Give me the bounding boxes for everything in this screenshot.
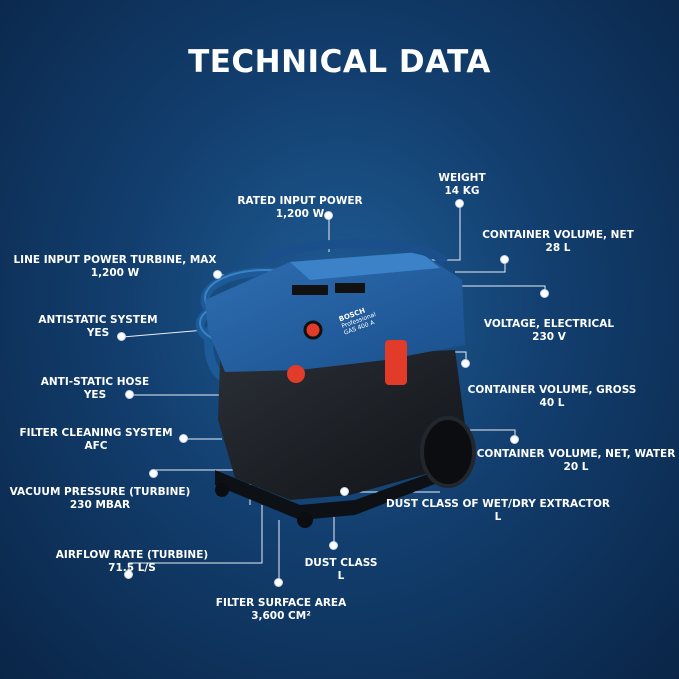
spec-filter-surface-area: FILTER SURFACE AREA 3,600 CM² xyxy=(206,597,356,623)
power-switch xyxy=(385,340,407,385)
spec-rated-input-power: RATED INPUT POWER 1,200 W xyxy=(230,195,370,221)
spec-dust-class: DUST CLASS L xyxy=(296,557,386,583)
red-knob xyxy=(287,365,305,383)
callout-dot xyxy=(510,435,519,444)
spec-value: AFC xyxy=(84,440,108,452)
spec-value: 230 V xyxy=(532,331,566,343)
spec-voltage-electrical: VOLTAGE, ELECTRICAL 230 V xyxy=(474,318,624,344)
spec-label: LINE INPUT POWER TURBINE, MAX xyxy=(13,254,217,266)
callout-dot xyxy=(213,270,222,279)
callout-dot xyxy=(340,487,349,496)
spec-value: 71.5 L/S xyxy=(108,562,156,574)
spec-value: 14 KG xyxy=(444,185,480,197)
carry-handle xyxy=(261,239,449,266)
spec-value: 230 MBAR xyxy=(69,499,131,511)
spec-label: CONTAINER VOLUME, NET xyxy=(482,229,634,241)
callout-dot xyxy=(455,199,464,208)
spec-label: RATED INPUT POWER xyxy=(237,195,363,207)
spec-value: L xyxy=(494,511,502,523)
callout-dot xyxy=(500,255,509,264)
spec-anti-static-hose: ANTI-STATIC HOSE YES xyxy=(32,376,158,402)
spec-value: 20 L xyxy=(563,461,589,473)
spec-antistatic-system: ANTISTATIC SYSTEM YES xyxy=(30,314,166,340)
callout-dot xyxy=(179,434,188,443)
spec-label: VACUUM PRESSURE (TURBINE) xyxy=(9,486,191,498)
spec-label: DUST CLASS OF WET/DRY EXTRACTOR xyxy=(386,498,610,510)
spec-label: ANTISTATIC SYSTEM xyxy=(38,314,158,326)
callout-dot xyxy=(117,332,126,341)
spec-label: DUST CLASS xyxy=(304,557,378,569)
spec-label: VOLTAGE, ELECTRICAL xyxy=(483,318,615,330)
page-title: TECHNICAL DATA xyxy=(188,44,491,80)
hose-inlet xyxy=(303,320,323,340)
caster-front xyxy=(297,512,313,528)
spec-line-input-power-turbine: LINE INPUT POWER TURBINE, MAX 1,200 W xyxy=(12,254,218,280)
callout-dot xyxy=(540,289,549,298)
spec-container-volume-gross: CONTAINER VOLUME, GROSS 40 L xyxy=(462,384,642,410)
callout-dot xyxy=(324,211,333,220)
spec-value: YES xyxy=(86,327,110,339)
rear-wheel xyxy=(420,416,476,488)
spec-value: 40 L xyxy=(539,397,565,409)
spec-airflow-rate: AIRFLOW RATE (TURBINE) 71.5 L/S xyxy=(50,549,214,575)
spec-value: 28 L xyxy=(545,242,571,254)
spec-value: 1,200 W xyxy=(275,208,325,220)
spec-label: WEIGHT xyxy=(438,172,486,184)
spec-container-volume-net: CONTAINER VOLUME, NET 28 L xyxy=(478,229,638,255)
spec-label: FILTER CLEANING SYSTEM xyxy=(19,427,173,439)
spec-value: L xyxy=(337,570,345,582)
spec-label: AIRFLOW RATE (TURBINE) xyxy=(55,549,209,561)
spec-label: CONTAINER VOLUME, GROSS xyxy=(467,384,637,396)
callout-dot xyxy=(461,359,470,368)
callout-dot xyxy=(124,570,133,579)
spec-dust-class-wet-dry: DUST CLASS OF WET/DRY EXTRACTOR L xyxy=(380,498,616,524)
spec-vacuum-pressure: VACUUM PRESSURE (TURBINE) 230 MBAR xyxy=(8,486,192,512)
spec-value: YES xyxy=(83,389,107,401)
spec-label: CONTAINER VOLUME, NET, WATER xyxy=(476,448,676,460)
base xyxy=(215,468,445,520)
container-tank xyxy=(218,350,465,500)
spec-weight: WEIGHT 14 KG xyxy=(420,172,504,198)
spec-value: 1,200 W xyxy=(90,267,140,279)
spec-filter-cleaning-system: FILTER CLEANING SYSTEM AFC xyxy=(12,427,180,453)
caster-left xyxy=(215,483,229,497)
top-latch-right xyxy=(335,283,365,293)
spec-label: FILTER SURFACE AREA xyxy=(215,597,347,609)
spec-value: 3,600 CM² xyxy=(251,610,311,622)
spec-label: ANTI-STATIC HOSE xyxy=(40,376,150,388)
top-latch-left xyxy=(292,285,328,295)
spec-container-volume-net-water: CONTAINER VOLUME, NET, WATER 20 L xyxy=(474,448,678,474)
callout-dot xyxy=(274,578,283,587)
head-top xyxy=(290,252,440,280)
callout-dot xyxy=(149,469,158,478)
callout-dot xyxy=(329,541,338,550)
callout-dot xyxy=(125,390,134,399)
